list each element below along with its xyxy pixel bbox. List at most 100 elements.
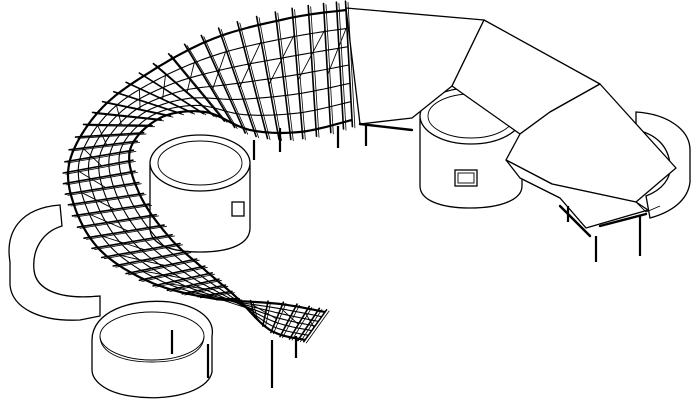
trellis-rafter bbox=[125, 258, 198, 275]
trellis-rafter bbox=[255, 15, 280, 141]
trellis-rafter bbox=[344, 0, 354, 128]
trellis-brace bbox=[138, 88, 141, 110]
window-right bbox=[454, 169, 478, 187]
trellis-rafter-edge bbox=[272, 302, 287, 335]
trellis-rafter bbox=[152, 62, 215, 117]
trellis-rafter-edge bbox=[203, 36, 249, 135]
trellis-rafter-edge bbox=[239, 22, 271, 141]
trellis-brace bbox=[280, 307, 299, 325]
trellis-rafter bbox=[274, 11, 292, 141]
trellis-brace bbox=[304, 312, 315, 328]
trellis-rafter bbox=[181, 284, 227, 295]
trellis-rafter bbox=[91, 234, 173, 250]
trellis-rafter-edge bbox=[184, 285, 229, 296]
trellis-brace bbox=[238, 40, 262, 89]
trellis-rafter-edge bbox=[67, 183, 142, 196]
trellis-rafter-edge bbox=[67, 150, 137, 164]
trellis-rafter-edge bbox=[74, 204, 153, 218]
trellis-brace bbox=[82, 147, 103, 167]
trellis-rafter bbox=[288, 305, 311, 340]
trellis-rafter bbox=[183, 43, 236, 129]
trellis-rafter bbox=[91, 111, 162, 121]
trellis-brace bbox=[87, 213, 129, 232]
trellis-rafter bbox=[67, 192, 145, 206]
trellis-rafter bbox=[68, 140, 138, 151]
roof-fascia bbox=[358, 122, 648, 238]
trellis-rafter bbox=[291, 7, 304, 140]
trellis-rafter bbox=[76, 213, 157, 228]
trellis-rafter-edge bbox=[252, 301, 258, 319]
trellis-rafter-edge bbox=[277, 12, 294, 142]
trellis-rafter-edge bbox=[305, 310, 330, 344]
trellis-rafter bbox=[217, 27, 257, 138]
trellis-rafter-edge bbox=[220, 28, 260, 139]
trellis-brace bbox=[218, 298, 254, 311]
trellis-rafter bbox=[307, 4, 318, 137]
trellis-rafter-edge bbox=[94, 235, 176, 251]
trellis-rafter-edge bbox=[294, 9, 306, 141]
solid-roof bbox=[345, 7, 677, 229]
trellis-brace bbox=[96, 124, 108, 146]
trellis-rafter bbox=[297, 307, 321, 342]
trellis-rafter bbox=[62, 170, 136, 185]
trellis-rafter bbox=[249, 299, 256, 319]
trellis-rafter-edge bbox=[310, 6, 320, 138]
trellis-rafter bbox=[71, 203, 150, 217]
trellis-roof bbox=[62, 0, 356, 344]
trellis-rafter bbox=[83, 224, 165, 239]
ring-wall-left bbox=[8, 204, 101, 321]
ring-wall-bottom bbox=[91, 300, 213, 399]
trellis-rafter-edge bbox=[65, 171, 138, 186]
trellis-brace bbox=[76, 169, 107, 189]
trellis-rafter-edge bbox=[79, 215, 160, 229]
trellis-rafter-edge bbox=[155, 64, 217, 118]
trellis-brace bbox=[99, 235, 146, 251]
trellis-rafter bbox=[197, 290, 233, 298]
trellis-brace bbox=[162, 73, 167, 100]
trellis-rafter-edge bbox=[71, 141, 141, 152]
trellis-rafter-edge bbox=[299, 309, 323, 343]
trellis-brace bbox=[190, 291, 229, 300]
trellis-rafter bbox=[270, 301, 285, 334]
trellis-rafter-edge bbox=[264, 301, 272, 328]
trellis-brace bbox=[186, 60, 196, 94]
trellis-rafter bbox=[335, 1, 345, 130]
trellis-rafter bbox=[261, 300, 269, 327]
trellis-rafter-edge bbox=[115, 252, 192, 268]
trellis-rafter-edge bbox=[338, 3, 347, 131]
trellis-rafter-edge bbox=[282, 304, 300, 339]
trellis-rafter-edge bbox=[70, 194, 147, 207]
trellis-rafter bbox=[74, 132, 145, 138]
trellis-rafter bbox=[100, 242, 181, 259]
trellis-brace bbox=[268, 34, 295, 85]
trellis-brace bbox=[164, 282, 207, 290]
trellis-rafter bbox=[302, 308, 328, 343]
trellis-rafter-edge bbox=[86, 225, 168, 240]
trellis-rafter-edge bbox=[169, 279, 222, 292]
trellis-rafter bbox=[138, 265, 206, 282]
trellis-rafter-edge bbox=[115, 92, 185, 116]
trellis-rafter-edge bbox=[186, 45, 238, 130]
trellis-rafter bbox=[322, 2, 332, 134]
trellis-rafter bbox=[64, 149, 135, 163]
trellis-rafter bbox=[82, 123, 153, 127]
trellis-rafter-edge bbox=[347, 2, 356, 129]
trellis-rafter-edge bbox=[94, 113, 165, 122]
trellis-rafter bbox=[64, 181, 140, 195]
support-posts bbox=[170, 124, 642, 388]
ring-wall-right bbox=[635, 111, 691, 219]
trellis-rafter-edge bbox=[128, 259, 200, 276]
trellis-rafter bbox=[112, 250, 190, 267]
trellis-rafter-edge bbox=[141, 266, 208, 282]
trellis-brace bbox=[79, 191, 116, 210]
trellis-brace bbox=[250, 303, 277, 320]
trellis-brace bbox=[211, 49, 227, 91]
trellis-brace bbox=[139, 270, 187, 280]
trellis-rafter bbox=[152, 272, 213, 287]
trellis-rafter-edge bbox=[291, 307, 313, 341]
window-left bbox=[231, 201, 245, 217]
trellis-rafter bbox=[166, 278, 220, 292]
trellis-rafter-edge bbox=[170, 54, 228, 123]
